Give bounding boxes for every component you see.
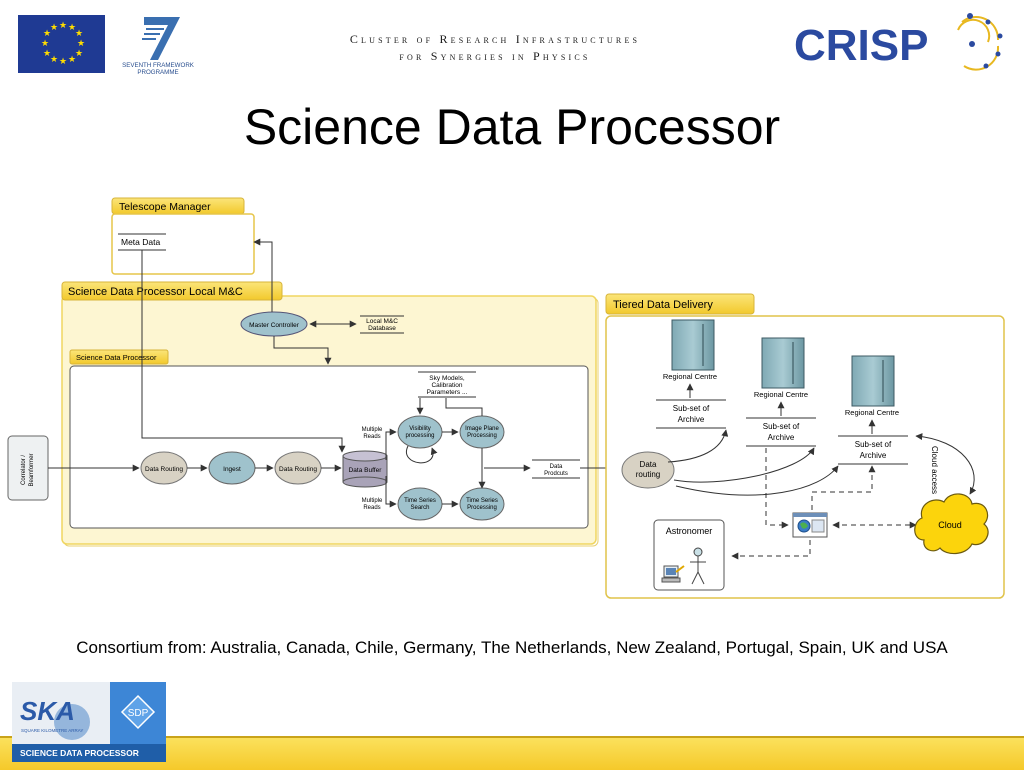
ska-sdp-logo: SKA SQUARE KILOMETRE ARRAY SDP SCIENCE D… [12,682,166,762]
sdp-inner-panel: Science Data Processor [69,349,589,529]
data-routing-2-label: Data Routing [279,466,317,473]
svg-text:★: ★ [50,54,58,64]
sdp-inner-label: Science Data Processor [76,353,157,362]
crisp-text: CRISP [794,21,928,70]
correlator-line2: Beamformer [29,453,35,486]
fp7-logo: SEVENTH FRAMEWORK PROGRAMME [118,14,198,76]
svg-text:★: ★ [43,48,51,58]
image-plane-line2: Processing [467,433,497,439]
ts-processing-line2: Processing [467,505,497,511]
svg-text:★: ★ [43,28,51,38]
sdp-local-mc-label: Science Data Processor Local M&C [68,286,243,298]
svg-text:★: ★ [41,38,49,48]
correlator-box [7,435,49,501]
fp7-line1: SEVENTH FRAMEWORK [122,62,195,69]
eu-flag: ★★★ ★★★ ★★★ ★★★ [18,15,105,73]
person-icon [690,547,706,585]
data-routing-out-line1: Data [640,460,657,469]
ts-search-node [397,487,443,521]
server-2-icon [761,337,805,389]
master-controller-label: Master Controller [249,322,300,329]
svg-text:★: ★ [68,54,76,64]
page-title: Science Data Processor [243,99,781,155]
cloud-icon [914,493,989,555]
crisp-logo: CRISP [792,8,1010,74]
astronomer-label: Astronomer [666,526,713,536]
svg-text:★: ★ [50,22,58,32]
telescope-manager-label: Telescope Manager [119,201,211,213]
multiple-reads-2-line1: Multiple [362,498,383,504]
image-plane-line1: Image Plane [465,426,499,432]
regional-centre-1-label: Regional Centre [663,372,717,381]
ts-search-line1: Time Series [404,498,436,504]
ts-processing-node [459,487,505,521]
subset-3-line2: Archive [860,451,887,460]
ts-search-line2: Search [410,505,429,511]
server-3-icon [851,355,895,407]
fp7-line2: PROGRAMME [137,69,178,76]
multiple-reads-1-line2: Reads [363,434,380,440]
subset-1-line1: Sub-set of [673,404,710,413]
local-mc-db-line1: Local M&C [366,318,398,325]
subset-1-line2: Archive [678,415,705,424]
sdp-caption-text: SCIENCE DATA PROCESSOR [20,748,139,758]
data-routing-out-line2: routing [636,470,660,479]
multiple-reads-1-line1: Multiple [362,427,383,433]
regional-centre-3-label: Regional Centre [845,408,899,417]
cloud-access-label: Cloud access [930,446,939,494]
footer-bar [0,736,1024,770]
svg-text:★: ★ [59,56,67,66]
ts-processing-line1: Time Series [466,498,498,504]
subset-2-line1: Sub-set of [763,422,800,431]
svg-text:★: ★ [75,48,83,58]
data-routing-out-node [621,451,675,489]
visibility-node [397,415,443,449]
cluster-line1: Cluster of Research Infrastructures [349,32,641,46]
correlator-line1: Correlator / [21,455,27,485]
web-browser-icon [792,512,828,538]
data-products-line1: Data [550,464,563,470]
data-buffer-node [342,450,388,488]
svg-text:★: ★ [68,22,76,32]
ska-logo-text: SKA [20,696,75,726]
sky-models-line1: Sky Models, [429,375,465,382]
server-1-icon [671,319,715,371]
data-products-line2: Prodcuts [544,471,568,477]
subset-2-line2: Archive [768,433,795,442]
data-buffer-label: Data Buffer [349,467,383,474]
multiple-reads-2-line2: Reads [363,505,380,511]
ska-sub-text: SQUARE KILOMETRE ARRAY [21,728,83,733]
tiered-delivery-label: Tiered Data Delivery [613,299,713,311]
subset-3-line1: Sub-set of [855,440,892,449]
computer-icon [661,565,685,583]
meta-data-label: Meta Data [121,237,160,247]
local-mc-db-line2: Database [368,325,396,332]
consortium-text: Consortium from: Australia, Canada, Chil… [76,638,948,657]
svg-text:★: ★ [59,20,67,30]
sdp-badge-text: SDP [128,708,149,719]
ingest-label: Ingest [223,466,241,473]
svg-text:★: ★ [77,38,85,48]
sky-models-line3: Parameters ... [427,389,468,396]
cloud-label: Cloud [938,520,962,530]
regional-centre-2-label: Regional Centre [754,390,808,399]
sky-models-line2: Calibration [431,382,462,389]
visibility-line1: Visibility [409,426,431,432]
data-routing-1-label: Data Routing [145,466,183,473]
visibility-line2: processing [405,433,434,439]
cluster-line2: for Synergies in Physics [399,49,591,63]
image-plane-node [459,415,505,449]
svg-text:★: ★ [75,28,83,38]
telescope-manager-panel: Telescope Manager Meta Data [111,197,255,275]
